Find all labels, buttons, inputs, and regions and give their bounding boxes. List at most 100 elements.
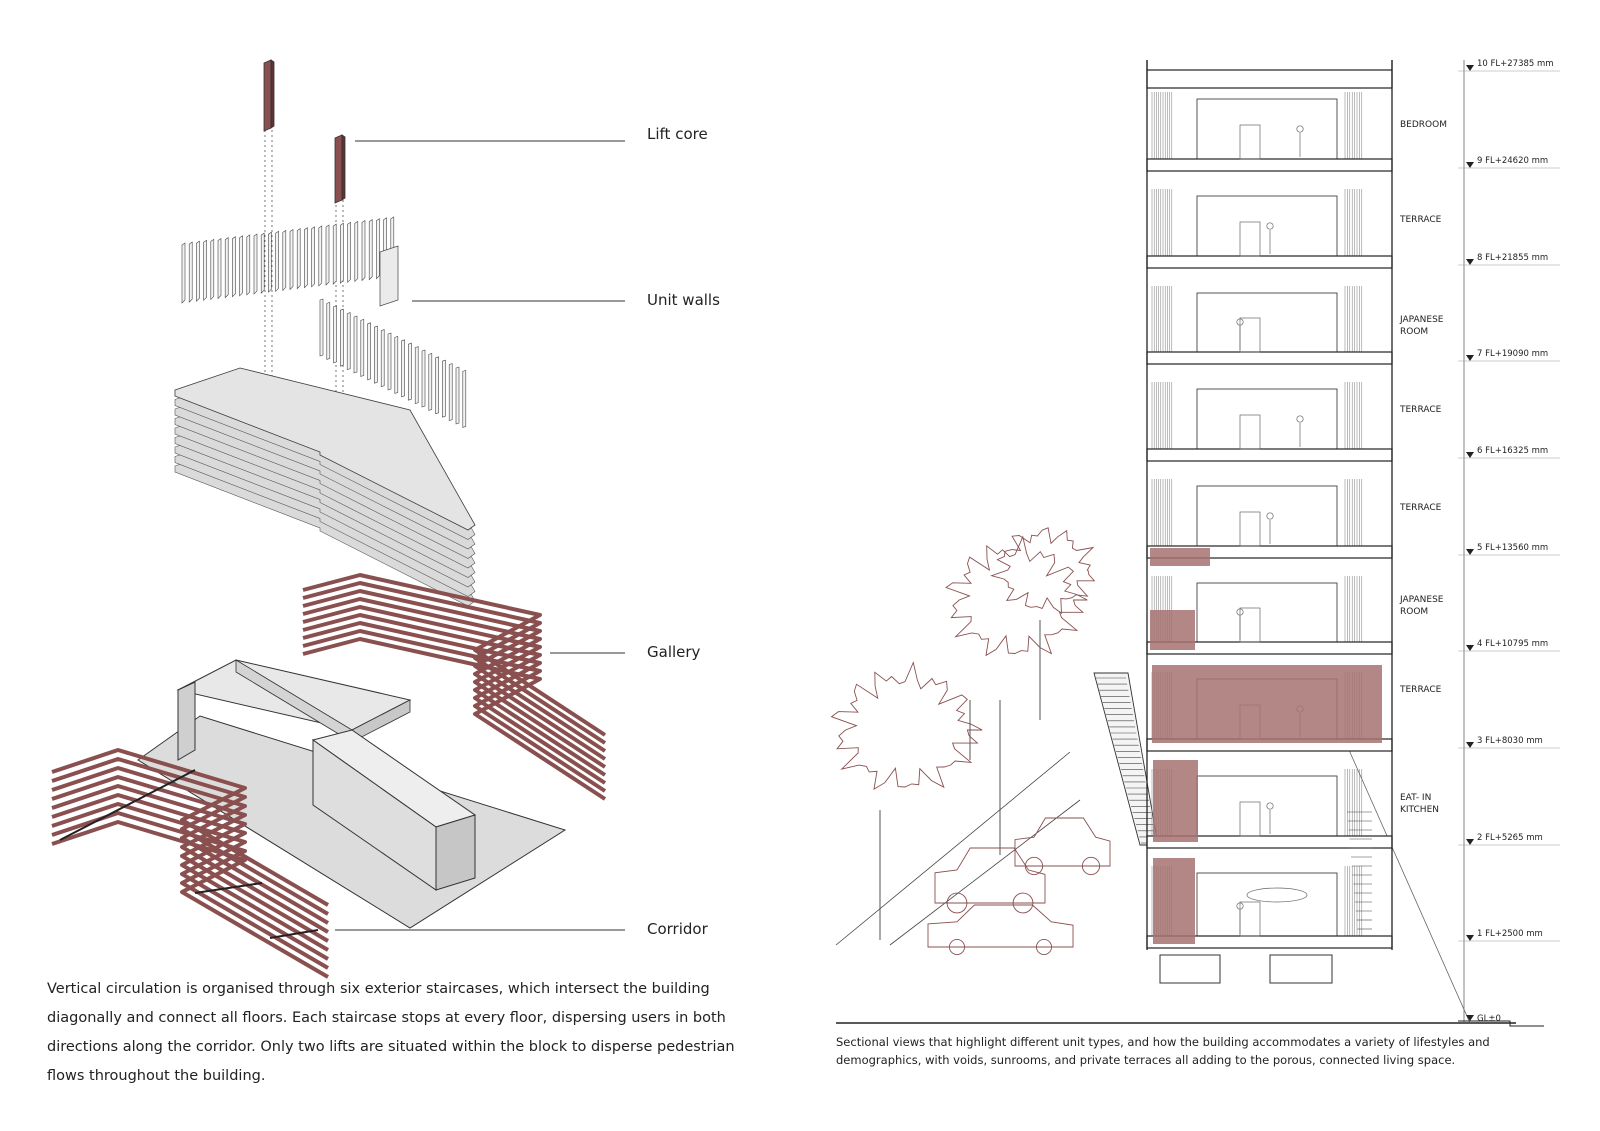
gallery-bar [302,605,607,769]
level-marker-gl [1466,1015,1474,1021]
unit-wall-fin [414,346,419,405]
car-suv [934,847,1046,904]
unit-wall-fin [368,219,373,281]
person-head [1266,802,1274,810]
level-label-gl: GL±0 [1477,1014,1501,1024]
room-label-terrace-6: TERRACE [1400,405,1442,415]
gl-leader [1348,749,1471,1024]
level-marker [1466,742,1474,748]
foundation [1159,954,1333,984]
level-ticks [1458,65,1560,1027]
unit-wall-fin [239,235,243,297]
label-unit-walls: Unit walls [647,291,720,309]
unit-wall-fin [421,349,426,408]
level-label-5: 5 FL+13560 mm [1477,543,1549,553]
corridor-fill [1153,760,1198,842]
room-label-bedroom: BEDROOM [1400,120,1447,130]
unit-room [1196,775,1338,843]
unit-wall-fin [260,232,265,294]
unit-wall-fin [361,219,366,282]
unit-wall-fin [401,339,405,398]
level-label-8: 8 FL+21855 mm [1477,253,1549,263]
unit-wall-fin [376,218,380,280]
unit-wall-fin [442,359,446,418]
level-marker [1466,65,1474,71]
caption-section: Sectional views that highlight different… [836,1035,1490,1067]
roof-slab [1146,69,1393,89]
unit-wall-fin [275,230,279,293]
floor-slab-section [1146,158,1393,172]
kitchen-table [1246,887,1308,903]
floor-slab-section [1146,448,1393,462]
unit-wall-fin [253,233,258,295]
door [1239,124,1261,160]
level-marker [1466,839,1474,845]
unit-wall-fin [428,352,433,411]
exterior-staircase [1093,672,1159,846]
gallery-bar [302,573,607,737]
unit-wall-fin [360,318,365,377]
unit-room [1196,582,1338,649]
room-label-room-4: ROOM [1400,607,1429,617]
unit-wall-fin [319,298,324,357]
door [1239,221,1261,257]
unit-wall-fin [448,363,453,422]
corridor-bar [51,802,330,961]
unit-wall-fin [246,234,251,296]
unit-wall-fin [224,237,229,299]
gallery-bar [302,629,607,793]
tree-canopy [990,527,1096,615]
car-wheel [948,938,966,956]
room-label-japanese-7: JAPANESE [1400,315,1444,325]
person-head [1296,415,1304,423]
level-label-6: 6 FL+16325 mm [1477,446,1549,456]
corridor-stair [194,882,263,894]
unit-room [1196,98,1338,166]
unit-wall-fin [367,322,371,381]
unit-wall-fin [346,312,351,371]
unit-wall-fin [394,335,399,394]
corridor-bar [51,784,330,943]
unit-wall-fin [354,220,359,283]
floor-slab-section [1146,255,1393,269]
unit-room [1196,485,1338,553]
unit-room [1196,195,1338,263]
unit-wall-fin [374,325,378,384]
unit-wall-fin [268,231,272,293]
person-head [1236,608,1244,616]
tree-canopy [945,535,1088,657]
car-wheel [1024,856,1044,876]
level-marker [1466,645,1474,651]
car-sedan [1014,817,1111,867]
level-label-9: 9 FL+24620 mm [1477,156,1549,166]
unit-wall-fin [311,226,315,288]
gallery-bar [302,597,607,761]
unit-wall-fin [462,369,467,428]
door [1239,414,1261,450]
leader-lines [335,140,625,931]
person-head [1236,318,1244,326]
lift-core-2 [334,134,346,204]
level-marker [1466,452,1474,458]
tree-canopy [830,661,983,790]
level-label-4: 4 FL+10795 mm [1477,639,1549,649]
level-label-2: 2 FL+5265 mm [1477,833,1543,843]
room-label-room-7: ROOM [1400,327,1429,337]
unit-room [1196,292,1338,359]
site-context [830,527,1111,956]
road-edge [889,799,1081,946]
corridor [51,748,330,979]
room-label-eat-in: EAT- IN [1400,793,1432,803]
label-corridor: Corridor [647,920,708,938]
unit-wall-fin [325,224,330,286]
gl-mark [1458,1020,1544,1027]
lift-core-1 [263,59,275,132]
room-label-terrace-5: TERRACE [1400,503,1442,513]
level-marker [1466,162,1474,168]
level-label-10: 10 FL+27385 mm [1477,59,1554,69]
unit-wall-fin [455,366,460,425]
corridor-stair [269,929,319,939]
level-label-3: 3 FL+8030 mm [1477,736,1543,746]
building-section [830,60,1560,1027]
podium [137,659,567,929]
